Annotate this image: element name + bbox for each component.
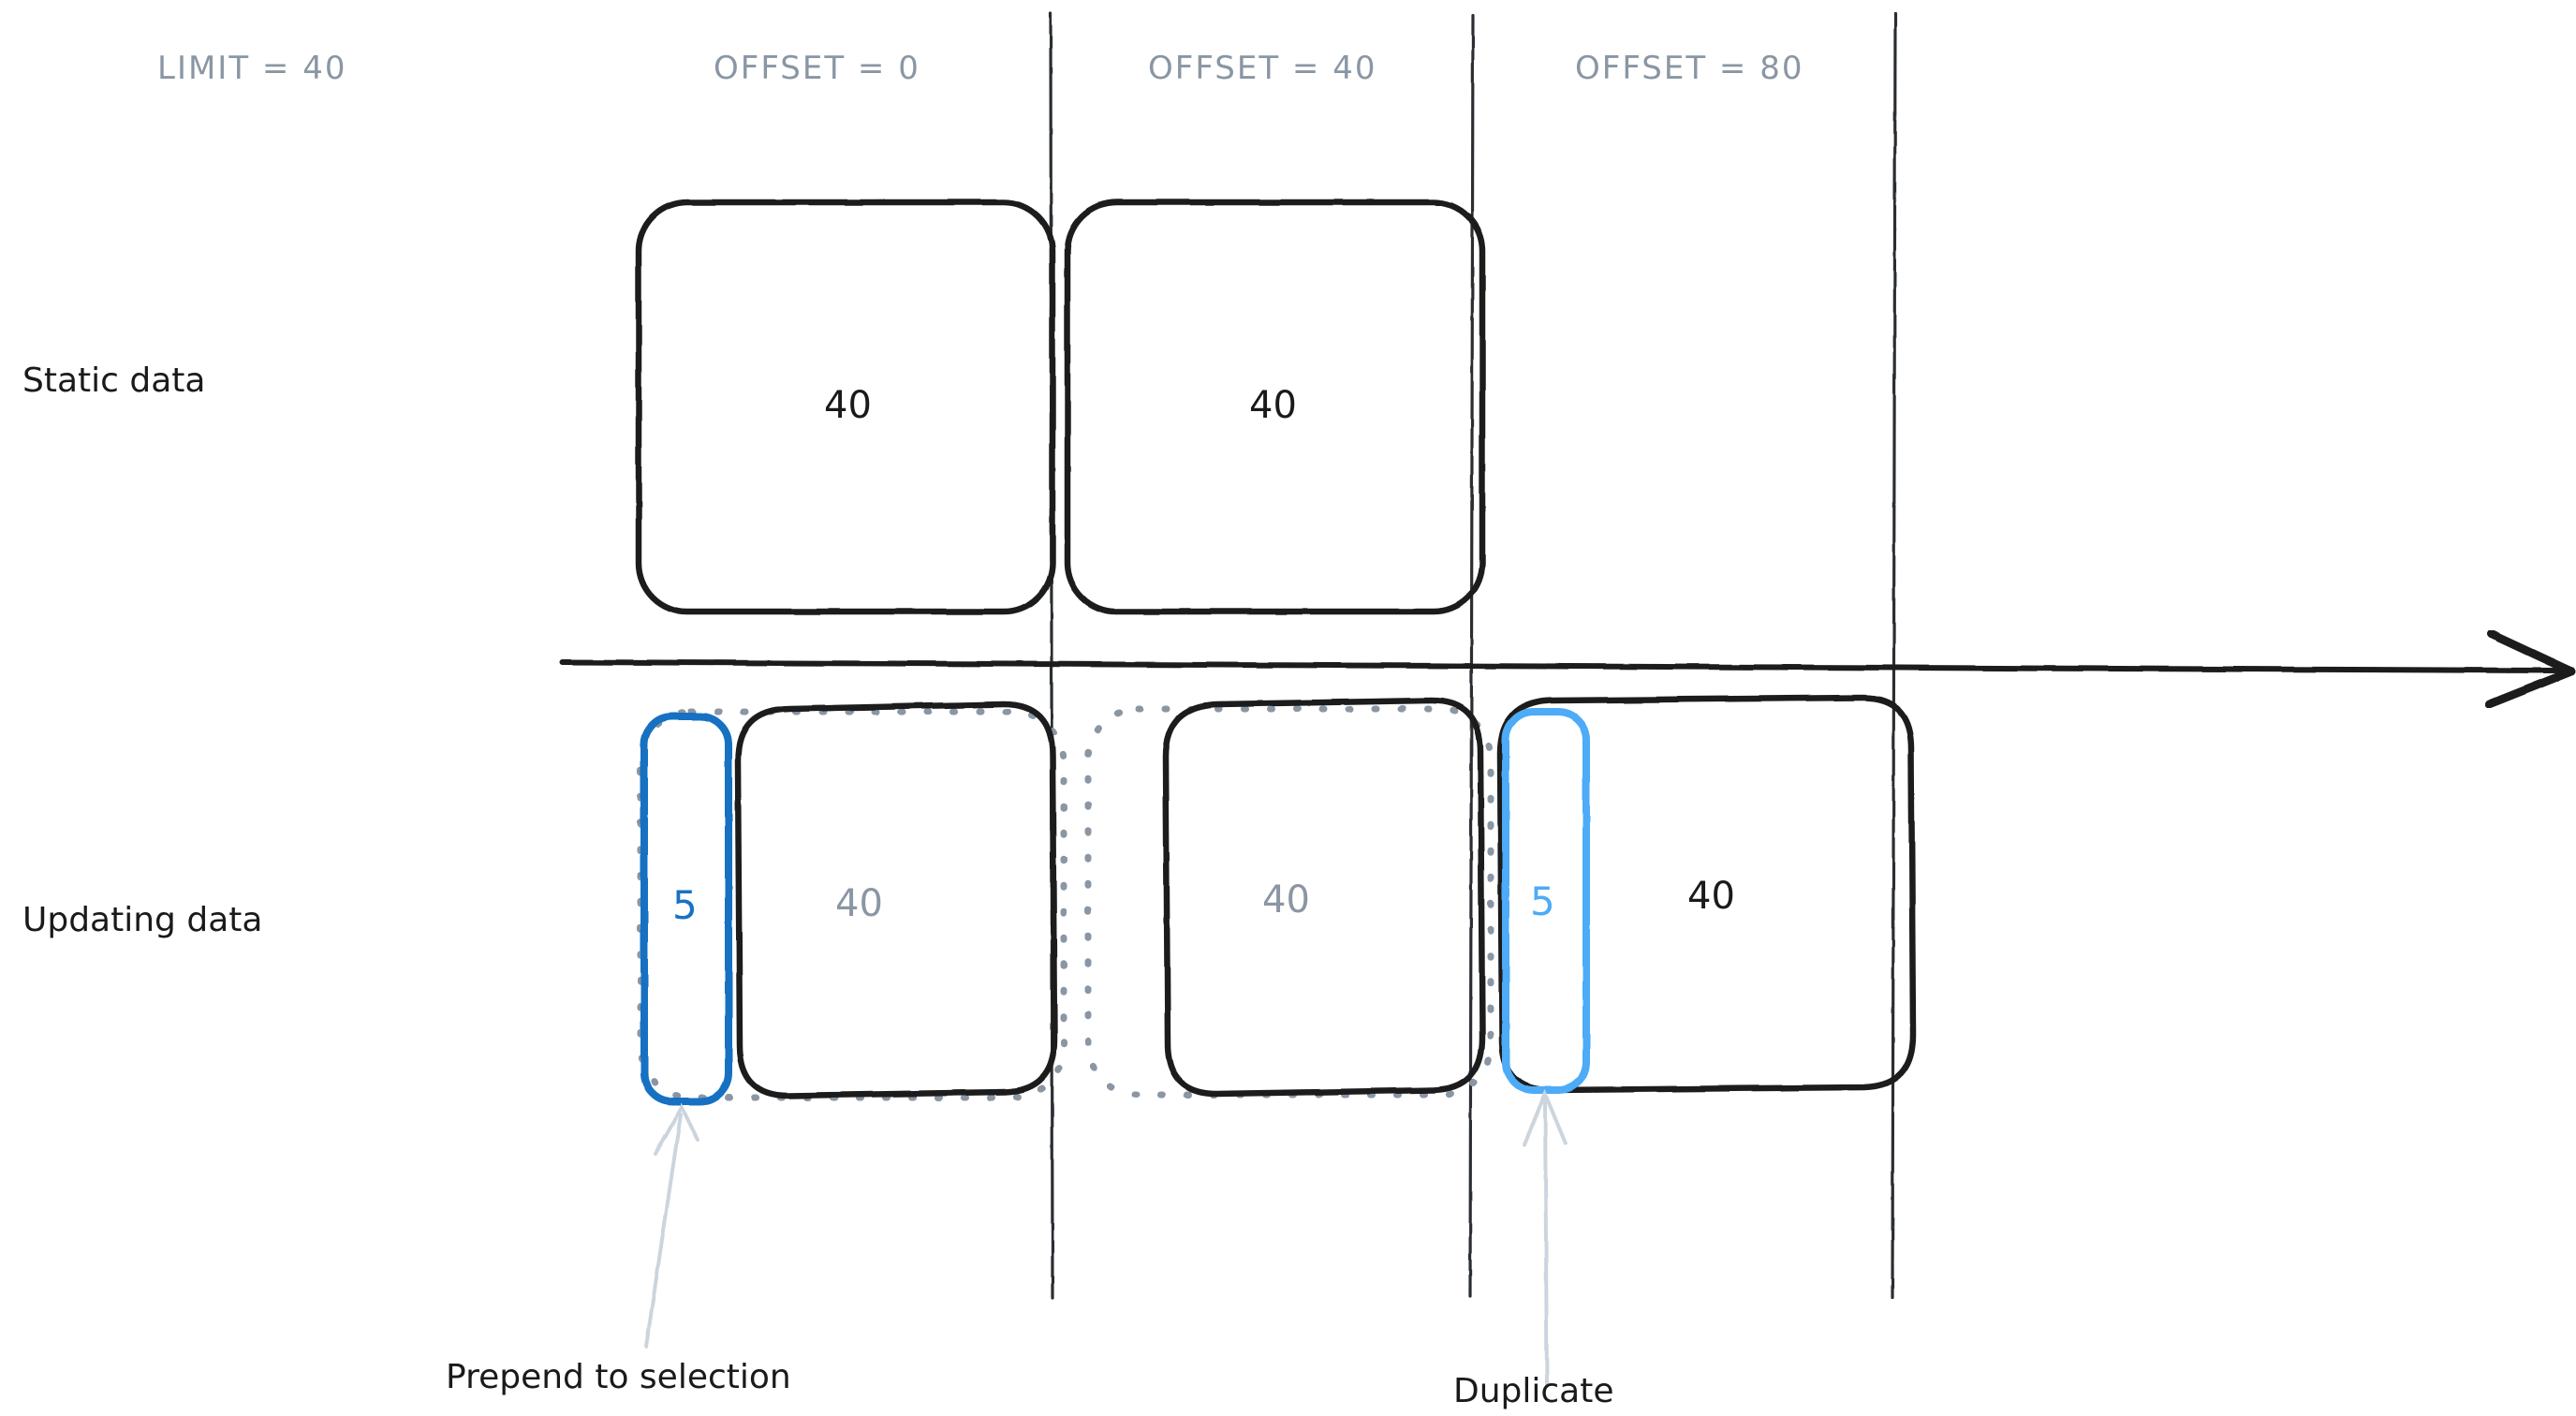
updating-page-value-2: 40 xyxy=(1262,878,1310,922)
header-offset-0: OFFSET = 0 xyxy=(714,50,920,87)
column-divider-3 xyxy=(1891,11,1897,1300)
static-page-box-2 xyxy=(1064,199,1486,615)
row-label-static: Static data xyxy=(22,361,206,400)
header-limit: LIMIT = 40 xyxy=(157,50,347,87)
duplicated-chunk-box xyxy=(1502,708,1590,1094)
prepended-chunk-value: 5 xyxy=(672,882,698,928)
static-page-value-2: 40 xyxy=(1249,384,1297,427)
annotation-duplicate: Duplicate xyxy=(1453,1372,1614,1410)
prepended-chunk-box xyxy=(640,713,732,1105)
row-label-updating: Updating data xyxy=(22,901,263,939)
prepend-leader-line xyxy=(644,1113,683,1349)
column-divider-2 xyxy=(1468,13,1475,1298)
column-divider-1 xyxy=(1049,11,1054,1300)
updating-page-box-2 xyxy=(1162,697,1486,1098)
updating-page-value-1: 40 xyxy=(835,882,883,925)
duplicated-chunk-value: 5 xyxy=(1530,878,1555,924)
prepend-leader-arrowhead xyxy=(654,1102,699,1156)
updating-page-box-1 xyxy=(734,701,1058,1099)
duplicate-leader-arrowhead xyxy=(1523,1088,1568,1146)
header-offset-80: OFFSET = 80 xyxy=(1575,50,1804,87)
duplicate-leader-line xyxy=(1543,1099,1549,1388)
static-page-box-1 xyxy=(635,199,1056,615)
annotation-prepend: Prepend to selection xyxy=(446,1358,791,1396)
updating-page-value-3: 40 xyxy=(1687,875,1735,918)
static-page-value-1: 40 xyxy=(824,384,872,427)
header-offset-40: OFFSET = 40 xyxy=(1148,50,1377,87)
timeline-axis xyxy=(559,629,2576,709)
